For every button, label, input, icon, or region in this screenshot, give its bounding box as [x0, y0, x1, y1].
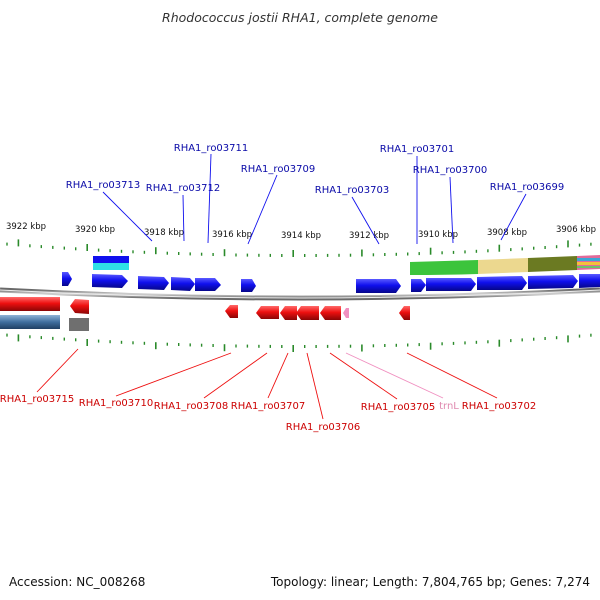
leader-ro03702 [406, 352, 498, 399]
label-ro03709[interactable]: RHA1_ro03709 [241, 164, 316, 175]
tick-label-3914: 3914 kbp [281, 231, 321, 241]
band-gray-block [69, 318, 89, 331]
gene-fwd-10[interactable] [477, 276, 527, 290]
gene-rev-7[interactable] [399, 306, 410, 320]
band-steel-block [0, 315, 60, 329]
leader-ro03705 [329, 352, 398, 400]
leader-ro03715 [36, 348, 79, 393]
label-ro03710[interactable]: RHA1_ro03710 [79, 398, 154, 409]
map-title: Rhodococcus jostii RHA1, complete genome [162, 10, 438, 25]
label-ro03707[interactable]: RHA1_ro03707 [231, 401, 306, 412]
gene-fwd-2[interactable] [92, 274, 128, 288]
forward-genes [62, 272, 600, 293]
gene-fwd-3[interactable] [138, 276, 169, 290]
tick-label-3918: 3918 kbp [144, 228, 184, 238]
label-ro03713[interactable]: RHA1_ro03713 [66, 180, 141, 191]
label-ro03700[interactable]: RHA1_ro03700 [413, 165, 488, 176]
label-ro03701[interactable]: RHA1_ro03701 [380, 144, 455, 155]
gene-rev-2[interactable] [225, 305, 238, 318]
annotation-band [93, 255, 600, 275]
leader-ro03700 [449, 176, 454, 244]
reverse-genes [70, 299, 410, 320]
band-olive [528, 256, 577, 272]
reverse-labels: RHA1_ro03715 RHA1_ro03710 RHA1_ro03708 R… [0, 394, 536, 433]
forward-labels: RHA1_ro03713 RHA1_ro03712 RHA1_ro03711 R… [66, 143, 565, 196]
forward-leader-lines [102, 153, 527, 245]
band-stripe-3 [577, 262, 600, 265]
leader-ro03708 [203, 352, 268, 399]
inner-band [0, 297, 89, 331]
gene-trna[interactable] [343, 308, 349, 318]
summary-text: Topology: linear; Length: 7,804,765 bp; … [270, 575, 590, 589]
label-ro03702[interactable]: RHA1_ro03702 [462, 401, 537, 412]
tick-label-3920: 3920 kbp [75, 225, 115, 235]
gene-rev-1[interactable] [70, 299, 89, 314]
gene-fwd-12[interactable] [579, 274, 600, 288]
leader-ro03706 [306, 352, 324, 420]
band-stripe-4 [577, 266, 600, 268]
tick-label-3922: 3922 kbp [6, 222, 46, 232]
accession-text: Accession: NC_008268 [9, 575, 145, 589]
leader-ro03707 [267, 352, 289, 399]
label-trnl[interactable]: trnL [439, 401, 459, 412]
tick-label-3906: 3906 kbp [556, 225, 596, 235]
label-ro03699[interactable]: RHA1_ro03699 [490, 182, 565, 193]
leader-trnl [345, 352, 444, 399]
label-ro03706[interactable]: RHA1_ro03706 [286, 422, 361, 433]
ruler-ticks-bottom [6, 333, 592, 352]
gene-rev-5[interactable] [296, 306, 319, 320]
leader-ro03713 [102, 191, 153, 242]
gene-fwd-7[interactable] [356, 279, 401, 293]
band-green [410, 260, 478, 275]
gene-rev-3[interactable] [256, 306, 279, 319]
label-ro03715[interactable]: RHA1_ro03715 [0, 394, 74, 405]
gene-fwd-9[interactable] [426, 278, 476, 291]
band-blue-block [93, 256, 129, 263]
leader-ro03703 [351, 196, 380, 245]
gene-fwd-5[interactable] [195, 278, 221, 291]
reverse-leader-lines [36, 348, 498, 420]
gene-fwd-8[interactable] [411, 279, 426, 292]
leader-ro03709 [247, 174, 278, 245]
label-ro03708[interactable]: RHA1_ro03708 [154, 401, 229, 412]
label-ro03712[interactable]: RHA1_ro03712 [146, 183, 221, 194]
gene-fwd-4[interactable] [171, 277, 195, 291]
band-red-block [0, 297, 60, 311]
band-cyan-block [93, 263, 129, 270]
tick-label-3910: 3910 kbp [418, 230, 458, 240]
leader-ro03710 [115, 352, 232, 397]
genome-backbone-highlight [0, 289, 600, 299]
tick-label-3912: 3912 kbp [349, 231, 389, 241]
ruler-ticks-top [6, 239, 592, 257]
band-stripe-2 [577, 258, 600, 261]
tick-label-3908: 3908 kbp [487, 228, 527, 238]
label-ro03703[interactable]: RHA1_ro03703 [315, 185, 390, 196]
tick-label-3916: 3916 kbp [212, 230, 252, 240]
leader-ro03699 [500, 193, 527, 241]
gene-fwd-6[interactable] [241, 279, 256, 292]
gene-fwd-1[interactable] [62, 272, 72, 286]
label-ro03705[interactable]: RHA1_ro03705 [361, 402, 436, 413]
leader-ro03712 [182, 194, 185, 242]
band-tan [478, 258, 528, 274]
label-ro03711[interactable]: RHA1_ro03711 [174, 143, 249, 154]
gene-rev-4[interactable] [280, 306, 297, 320]
gene-fwd-11[interactable] [528, 275, 578, 289]
leader-ro03711 [207, 153, 212, 244]
ruler-tick-labels: 3922 kbp 3920 kbp 3918 kbp 3916 kbp 3914… [6, 222, 596, 241]
gene-rev-6[interactable] [320, 306, 341, 320]
